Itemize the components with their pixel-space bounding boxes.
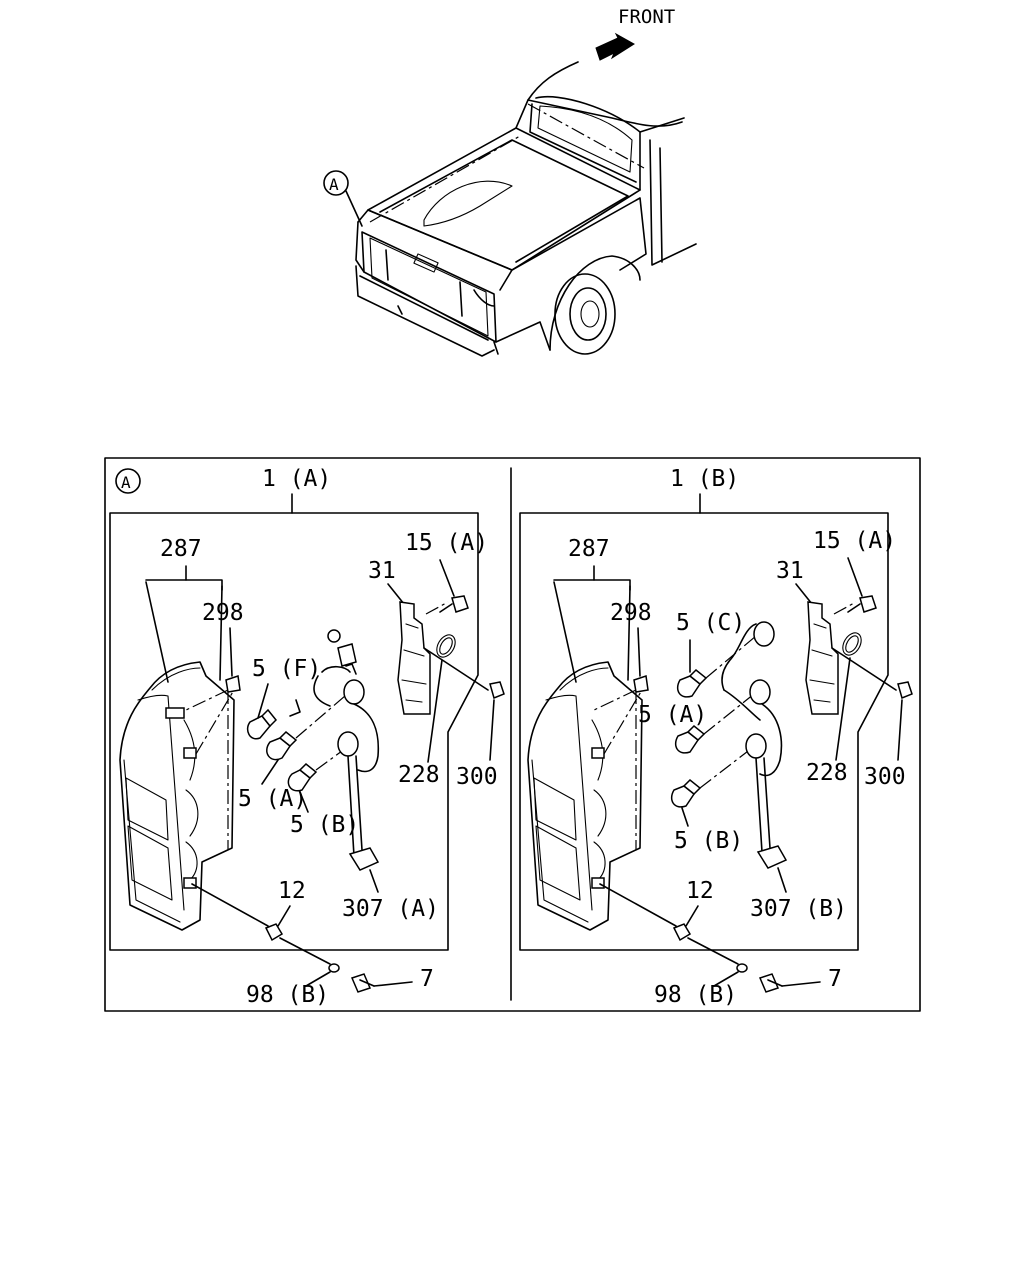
- screw-icon: [847, 595, 877, 613]
- bolt-label: 7: [420, 966, 434, 992]
- bolt-icon: [350, 973, 375, 993]
- detail-callout-label: A: [121, 473, 131, 492]
- lens-label: 287: [568, 536, 610, 562]
- washer-label: 98 (B): [654, 982, 737, 1008]
- bulb-a-label: 5 (A): [638, 702, 707, 728]
- bracket-label: 31: [368, 558, 396, 584]
- bulb-b-icon: [670, 778, 702, 808]
- bolt-label: 7: [828, 966, 842, 992]
- overview-callout-label: A: [329, 175, 339, 194]
- bolt-icon: [758, 973, 783, 993]
- bulb-a-icon: [266, 730, 298, 761]
- harness-label: 307 (B): [750, 896, 847, 922]
- nut-label: 12: [686, 878, 714, 904]
- clip-label: 300: [864, 764, 906, 790]
- washer-label: 98 (B): [246, 982, 329, 1008]
- bulb-c-icon: [676, 668, 708, 698]
- washer-icon: [328, 963, 340, 973]
- nut-label: 12: [278, 878, 306, 904]
- lens-label: 287: [160, 536, 202, 562]
- screw-label: 15 (A): [405, 530, 488, 556]
- washer-icon: [736, 963, 748, 973]
- bulb-a-icon: [674, 724, 706, 754]
- bracket-label: 31: [776, 558, 804, 584]
- bulb-b-label: 5 (B): [290, 812, 359, 838]
- front-indicator: FRONT: [595, 6, 675, 61]
- gasket-label: 228: [398, 762, 440, 788]
- nut-icon: [672, 923, 692, 942]
- bulb-b-icon: [287, 762, 318, 792]
- bulb-c-label: 5 (C): [676, 610, 745, 636]
- bulb-f-icon: [246, 708, 278, 740]
- detail-frame: A: [104, 457, 921, 1012]
- harness-label: 307 (A): [342, 896, 439, 922]
- bulb-b-label: 5 (B): [674, 828, 743, 854]
- clip-label: 300: [456, 764, 498, 790]
- gasket-label: 228: [806, 760, 848, 786]
- truck-overview: A: [323, 61, 697, 357]
- bulb-f-label: 5 (F): [252, 656, 321, 682]
- assembly-label: 1 (A): [262, 466, 331, 492]
- screw-label: 15 (A): [813, 528, 896, 554]
- left-lamp-assembly: 1 (A) 287 298 5 (F): [109, 466, 505, 1008]
- nut-icon: [264, 923, 284, 942]
- front-arrow-icon: [595, 32, 635, 61]
- right-lamp-assembly: 1 (B) 287 298 5 (C) 5: [519, 466, 913, 1008]
- grommet-label: 298: [610, 600, 652, 626]
- assembly-label: 1 (B): [670, 466, 739, 492]
- grommet-label: 298: [202, 600, 244, 626]
- front-label: FRONT: [618, 6, 675, 28]
- screw-icon: [439, 595, 469, 613]
